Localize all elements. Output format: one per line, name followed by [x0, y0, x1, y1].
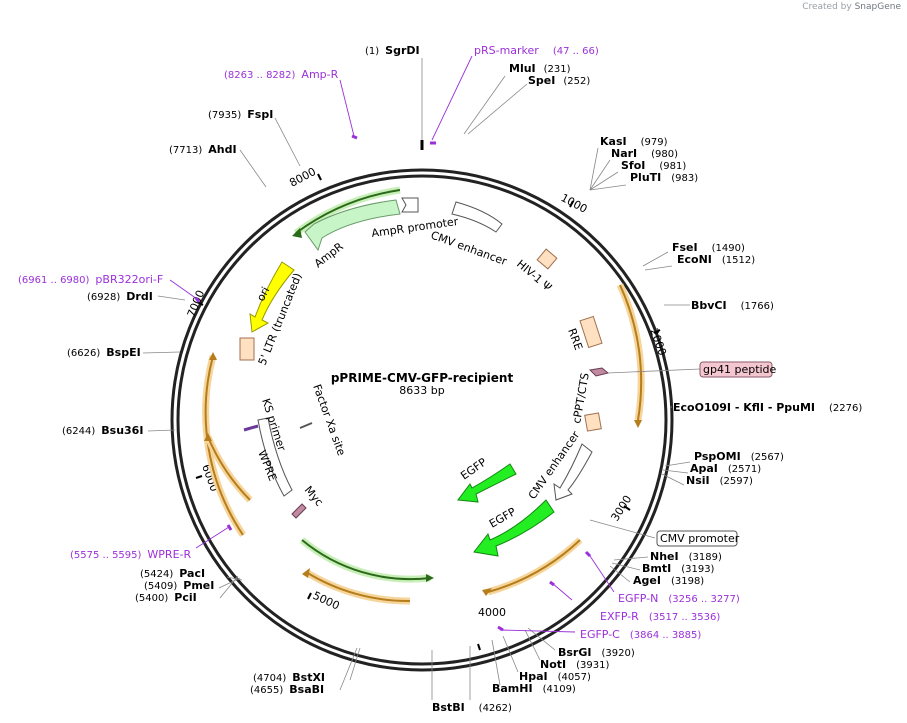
ampr-promoter-feature	[401, 197, 419, 213]
cppt-feature	[584, 412, 602, 432]
site-label: (6928)DrdI	[87, 290, 153, 303]
site-label: (1)SgrDI	[365, 44, 420, 57]
site-label: KasI(979)	[600, 135, 668, 148]
tick-marks	[195, 173, 661, 651]
snapgene-logo: SnapGene	[854, 2, 901, 12]
feature-label: ori	[254, 285, 272, 304]
site-label: BsrGI(3920)	[558, 646, 635, 659]
site-label: (5424)PacI	[140, 567, 205, 580]
cmv-promoter-label: CMV promoter	[660, 532, 740, 545]
gp41-label-box: gp41 peptide	[607, 361, 777, 378]
feature-label: CMV enhancer	[429, 229, 509, 269]
site-label: BstBI(4262)	[432, 701, 512, 714]
gp41-label: gp41 peptide	[703, 363, 777, 376]
wpre-feature	[257, 417, 293, 497]
primer-label: pRS-marker(47 .. 66)	[474, 44, 599, 57]
plasmid-size: 8633 bp	[399, 384, 444, 397]
site-label: PluTI(983)	[630, 171, 698, 184]
site-label: SfoI(981)	[621, 159, 686, 172]
site-label: (5409)PmeI	[144, 579, 214, 592]
factor-xa-feature	[299, 422, 313, 429]
tick-label: 8000	[287, 165, 318, 190]
site-label: (4704)BstXI	[253, 671, 325, 684]
tick-label: 3000	[609, 493, 635, 524]
site-label: SpeI(252)	[528, 74, 590, 87]
orf-arrowheads	[204, 352, 642, 596]
primer-label: EGFP-N(3256 .. 3277)	[618, 592, 740, 605]
site-label: (4655)BsaBI	[250, 683, 324, 696]
leader-lines	[142, 58, 691, 700]
primer-label: (8263 .. 8282)Amp-R	[224, 68, 339, 81]
primer-leaders	[169, 55, 615, 633]
egfp-feature-1	[457, 463, 517, 503]
site-label: PspOMI(2567)	[694, 450, 784, 463]
cmv-enhancer-feature-1	[451, 201, 503, 233]
site-label: AgeI(3198)	[633, 574, 704, 587]
primer-label: EGFP-C(3864 .. 3885)	[580, 628, 701, 641]
site-label: MluI(231)	[509, 62, 571, 75]
primer-label: (5575 .. 5595)WPRE-R	[70, 548, 191, 561]
site-label: (6244)Bsu36I	[62, 424, 143, 437]
site-label: ApaI(2571)	[690, 462, 761, 475]
site-label: BbvCI(1766)	[691, 299, 774, 312]
tick-label: 4000	[478, 606, 506, 619]
hiv1-psi-feature	[536, 248, 558, 270]
cmv-enhancer-feature-2	[553, 443, 593, 501]
site-label: NarI(980)	[611, 147, 678, 160]
site-label: (7713)AhdI	[169, 143, 237, 156]
cmv-promoter-label-box: CMV promoter	[656, 530, 740, 547]
myc-feature	[291, 503, 307, 519]
primer-label: (6961 .. 6980)pBR322ori-F	[18, 273, 163, 286]
site-label: BmtI(3193)	[642, 562, 715, 575]
feature-label: Myc	[302, 484, 326, 509]
rre-feature	[579, 315, 603, 349]
ampr-feature	[304, 199, 401, 252]
site-label: NsiI(2597)	[686, 474, 753, 487]
ks-primer-feature	[243, 424, 259, 432]
site-label: EcoNI(1512)	[677, 253, 755, 266]
orf-arcs-green	[293, 186, 431, 583]
ltr-feature	[239, 337, 255, 361]
feature-label: RRE	[565, 327, 585, 352]
backbone-outer	[170, 168, 674, 672]
site-label: (6626)BspEI	[67, 346, 141, 359]
site-labels: (1)SgrDI MluI(231) SpeI(252) KasI(979) N…	[62, 44, 862, 714]
site-label: HpaI(4057)	[519, 670, 591, 683]
tick-label: 2000	[647, 327, 669, 358]
tick-label: 5000	[311, 589, 342, 613]
site-label: FseI(1490)	[672, 241, 745, 254]
primer-label: EXFP-R(3517 .. 3536)	[600, 610, 720, 623]
orf-arcs-orange	[202, 283, 645, 605]
site-label: NotI(3931)	[540, 658, 609, 671]
site-label: BamHI(4109)	[492, 682, 576, 695]
green-arrowheads	[292, 228, 434, 582]
egfp-feature-2	[473, 499, 555, 557]
site-label: EcoO109I - KflI - PpuMI(2276)	[673, 401, 862, 414]
ori-feature	[249, 261, 295, 333]
snapgene-credit: Created by SnapGene	[802, 2, 901, 12]
plasmid-name: pPRIME-CMV-GFP-recipient	[331, 371, 514, 385]
primer-marks	[194, 134, 592, 632]
feature-label: EGFP	[458, 455, 489, 482]
primer-labels: pRS-marker(47 .. 66) (8263 .. 8282)Amp-R…	[18, 44, 740, 641]
gp41-feature	[588, 367, 610, 377]
feature-label: Factor Xa site	[310, 383, 348, 458]
backbone-inner	[176, 174, 668, 666]
site-label: (7935)FspI	[208, 108, 273, 121]
site-label: (5400)PciI	[135, 591, 197, 604]
site-label: NheI(3189)	[650, 550, 722, 563]
